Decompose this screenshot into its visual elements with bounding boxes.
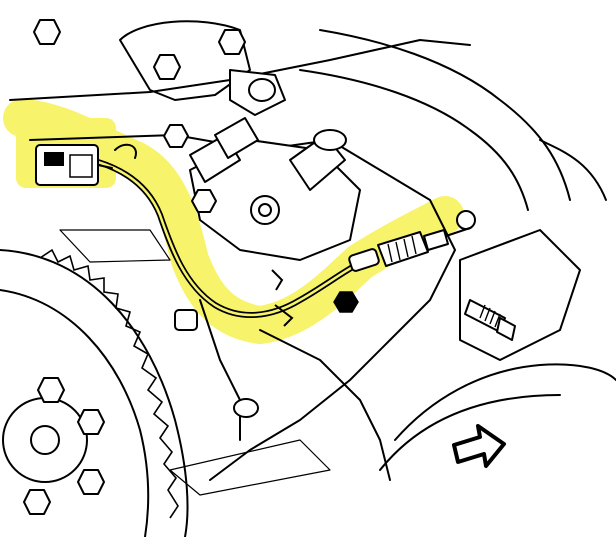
flywheel-center-bore bbox=[30, 425, 60, 455]
oil-pan-rail bbox=[169, 439, 331, 496]
sensor-probe bbox=[445, 227, 471, 237]
harness-clip bbox=[274, 304, 294, 327]
thermostat-housing bbox=[189, 69, 361, 261]
harness-clip bbox=[271, 269, 284, 291]
sensor-hex-flats bbox=[387, 235, 417, 263]
arrow-shape bbox=[452, 424, 506, 468]
flywheel-bolts bbox=[23, 377, 105, 515]
flywheel-bolt bbox=[23, 489, 51, 515]
lower-bracket bbox=[59, 229, 171, 263]
sensor bbox=[377, 227, 471, 267]
sensor-bore bbox=[456, 210, 476, 230]
mount-stud bbox=[464, 299, 516, 341]
side-frame bbox=[539, 139, 607, 201]
boss bbox=[233, 398, 259, 418]
connector-lock-tab bbox=[44, 152, 64, 166]
transmission-bell-top bbox=[394, 363, 616, 441]
plug bbox=[174, 309, 198, 331]
flywheel bbox=[0, 248, 189, 537]
engine-block bbox=[9, 20, 616, 496]
outlet-pipe-left-end bbox=[214, 117, 259, 159]
stud-tip bbox=[496, 317, 516, 341]
flywheel-bolt bbox=[77, 409, 105, 435]
housing-center-hole bbox=[258, 203, 272, 217]
connector-lead bbox=[97, 164, 113, 169]
side-mount-bracket bbox=[459, 229, 581, 361]
flywheel-inner-rim bbox=[0, 289, 150, 537]
upper-housing bbox=[119, 20, 251, 101]
sensor-tip bbox=[423, 229, 449, 251]
flywheel-bolt bbox=[77, 469, 105, 495]
block-web-right bbox=[259, 329, 391, 481]
connector-face bbox=[69, 154, 93, 178]
flywheel-ring-gear-teeth bbox=[39, 248, 179, 519]
upper-pipe-top bbox=[319, 29, 571, 201]
upper-pipe-bottom bbox=[299, 69, 529, 211]
fasteners bbox=[33, 19, 476, 418]
bolt bbox=[191, 189, 217, 213]
stud-threads bbox=[479, 304, 501, 328]
harness-connector bbox=[35, 143, 137, 186]
connector-mount-loop bbox=[114, 143, 137, 159]
nut bbox=[333, 291, 359, 313]
bolt bbox=[163, 124, 189, 148]
harness-wire-inner bbox=[96, 160, 364, 317]
flywheel-outer-rim bbox=[0, 249, 189, 537]
bolt bbox=[33, 19, 61, 45]
flywheel-bolt bbox=[37, 377, 65, 403]
bolt bbox=[153, 54, 181, 80]
transmission-bell-inner bbox=[379, 394, 561, 471]
bolt bbox=[218, 29, 246, 55]
upper-edge bbox=[9, 39, 471, 101]
harness-boot bbox=[348, 248, 380, 272]
sensor-harness bbox=[95, 159, 380, 327]
upper-fitting-cap bbox=[248, 78, 276, 102]
outlet-pipe-right-end bbox=[313, 129, 347, 151]
direction-arrow-icon bbox=[452, 424, 506, 468]
block-web-left bbox=[199, 299, 241, 441]
